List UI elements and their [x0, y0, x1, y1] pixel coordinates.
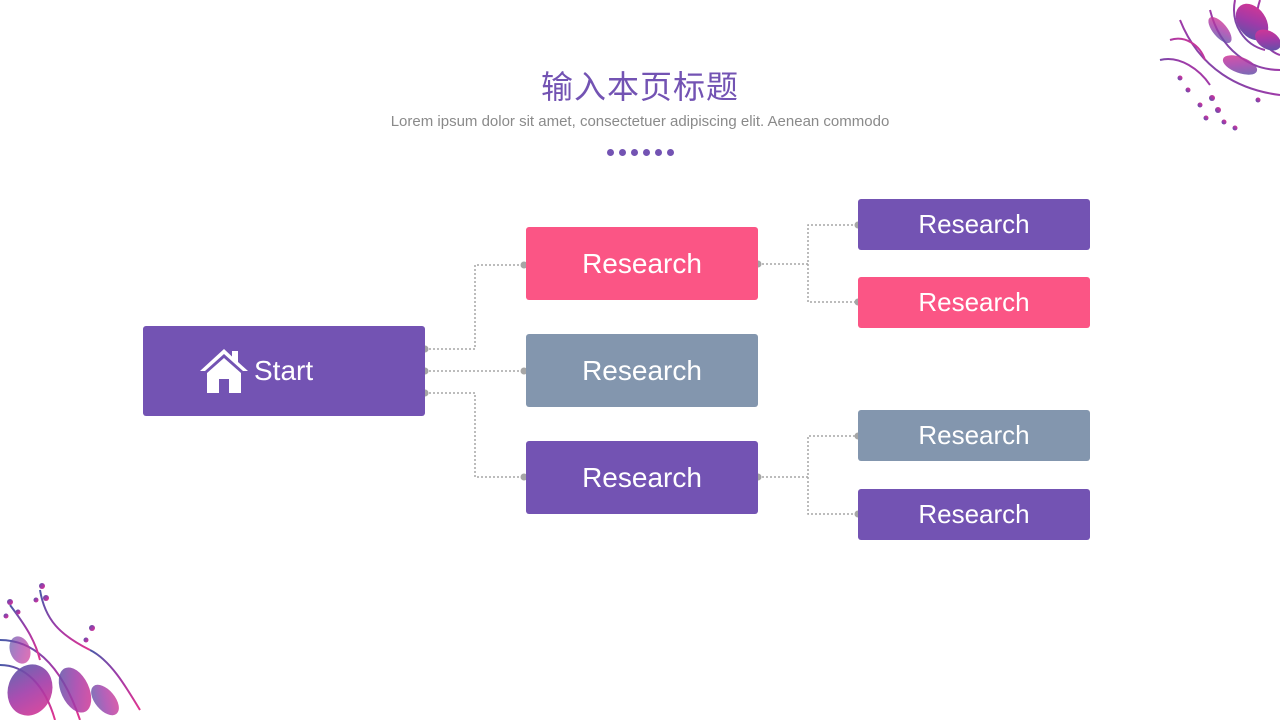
research-label: Research: [582, 354, 702, 386]
research-label: Research: [582, 247, 702, 279]
research-node-level2-1[interactable]: Research: [858, 199, 1090, 250]
research-node-level1-1[interactable]: Research: [526, 227, 758, 300]
floral-ornament-bottom-left: [0, 583, 141, 720]
connector-research-3-to-children: [758, 435, 858, 515]
research-node-level1-2[interactable]: Research: [526, 334, 758, 407]
start-label: Start: [254, 355, 314, 386]
connector-research-1-to-children: [758, 224, 858, 303]
research-label: Research: [918, 287, 1030, 317]
research-label: Research: [582, 461, 702, 493]
title-dots-divider: [607, 149, 674, 156]
research-node-level2-4[interactable]: Research: [858, 489, 1090, 540]
research-label: Research: [918, 209, 1030, 239]
connector-start-to-research-1: [425, 264, 524, 350]
page-title: 输入本页标题: [540, 68, 739, 106]
start-node[interactable]: Start: [143, 326, 425, 416]
connector-start-to-research-3: [425, 392, 524, 478]
research-label: Research: [918, 420, 1030, 450]
page-subtitle: Lorem ipsum dolor sit amet, consectetuer…: [390, 113, 890, 130]
research-node-level2-2[interactable]: Research: [858, 277, 1090, 328]
research-node-level1-3[interactable]: Research: [526, 441, 758, 514]
research-node-level2-3[interactable]: Research: [858, 410, 1090, 461]
home-icon: [200, 349, 248, 393]
research-label: Research: [918, 499, 1030, 529]
floral-ornament-top-right: [1159, 0, 1280, 131]
